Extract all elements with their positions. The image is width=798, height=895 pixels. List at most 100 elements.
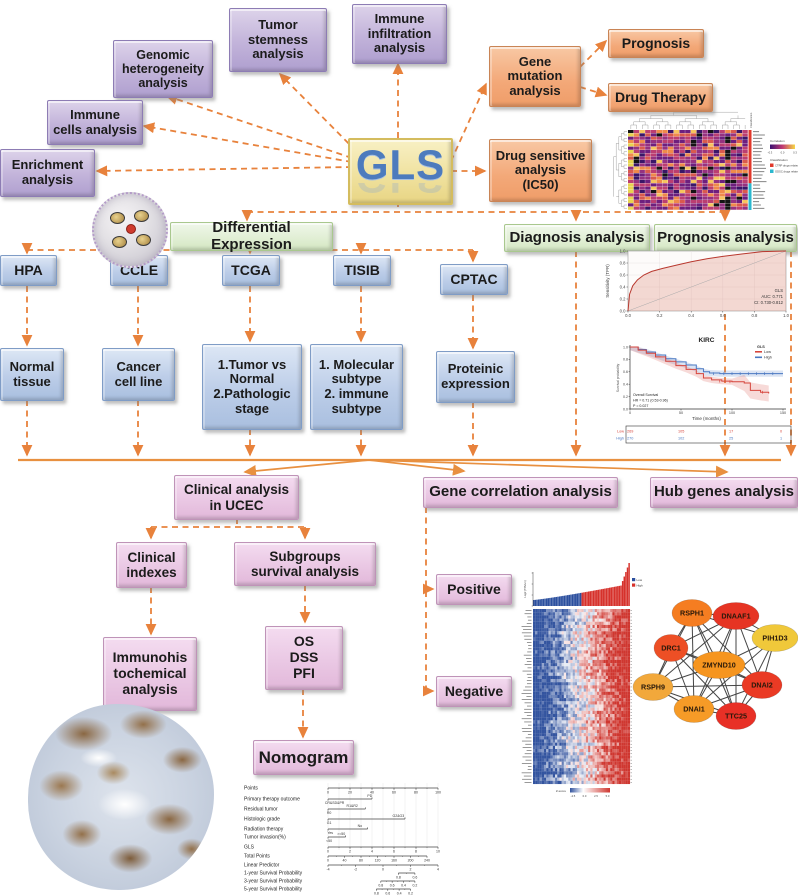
svg-text:No: No	[358, 824, 363, 828]
box-tisib: TISIB	[333, 255, 391, 286]
svg-text:Low: Low	[764, 350, 771, 354]
svg-text:0.4: 0.4	[623, 383, 628, 387]
svg-text:0: 0	[382, 867, 384, 871]
box-clinical-indexes: Clinical indexes	[116, 542, 187, 588]
svg-text:120: 120	[375, 858, 381, 862]
svg-text:CI: 0.730-0.812: CI: 0.730-0.812	[754, 300, 784, 305]
svg-text:GLS: GLS	[244, 845, 255, 851]
box-tumor-vs-normal: 1.Tumor vs Normal 2.Pathologic stage	[202, 344, 302, 430]
svg-text:0: 0	[629, 411, 631, 415]
svg-text:0.4: 0.4	[397, 891, 402, 895]
svg-text:Primary therapy outcome: Primary therapy outcome	[244, 797, 300, 803]
box-drug-sensitive: Drug sensitive analysis (IC50)	[489, 139, 592, 202]
svg-text:150: 150	[780, 411, 786, 415]
svg-text:60: 60	[392, 790, 396, 794]
svg-text:0.6: 0.6	[620, 272, 626, 277]
box-diagnosis-analysis: Diagnosis analysis	[504, 224, 650, 252]
box-gls: GLS GLS	[348, 138, 453, 205]
immunohistochemistry-image	[28, 704, 214, 890]
svg-text:0.0: 0.0	[623, 407, 628, 411]
svg-text:R0: R0	[327, 811, 332, 815]
svg-text:240: 240	[424, 858, 430, 862]
svg-text:Low: Low	[617, 430, 624, 434]
svg-text:Correlation: Correlation	[770, 139, 785, 143]
svg-text:0.8: 0.8	[396, 875, 401, 879]
box-enrichment: Enrichment analysis	[0, 149, 95, 197]
svg-text:RSPH9: RSPH9	[641, 683, 665, 692]
svg-text:Residual tumor: Residual tumor	[244, 807, 278, 813]
svg-text:RSPH1: RSPH1	[680, 609, 704, 618]
svg-text:0.8: 0.8	[378, 883, 383, 887]
box-hpa: HPA	[0, 255, 57, 286]
svg-text:4: 4	[371, 849, 373, 853]
svg-text:HR = 0.71 (0.53-0.96): HR = 0.71 (0.53-0.96)	[633, 399, 668, 403]
box-immunohistochemical: Immunohis tochemical analysis	[103, 637, 197, 711]
svg-text:0: 0	[327, 858, 329, 862]
svg-text:1.0: 1.0	[623, 345, 628, 349]
svg-text:Classification: Classification	[770, 158, 788, 162]
svg-text:1.0: 1.0	[783, 313, 789, 318]
svg-text:1-year Survival Probability: 1-year Survival Probability	[244, 871, 303, 877]
svg-text:DRC1: DRC1	[661, 644, 681, 653]
box-os-dss-pfi: OS DSS PFI	[265, 626, 343, 690]
svg-text:100: 100	[729, 411, 735, 415]
cell-nucleus	[112, 236, 127, 248]
svg-text:105: 105	[678, 430, 684, 434]
gls-label: GLS	[355, 140, 446, 188]
svg-text:269: 269	[627, 430, 633, 434]
svg-text:-4: -4	[326, 867, 329, 871]
svg-text:0.6: 0.6	[623, 370, 628, 374]
svg-text:0.0: 0.0	[781, 151, 785, 155]
svg-text:200: 200	[408, 858, 414, 862]
box-subgroups-survival: Subgroups survival analysis	[234, 542, 376, 586]
svg-text:0.2: 0.2	[412, 883, 417, 887]
svg-text:DNAI1: DNAI1	[683, 705, 705, 714]
svg-text:GLS: GLS	[775, 288, 784, 293]
box-negative: Negative	[436, 676, 512, 707]
box-normal-tissue: Normal tissue	[0, 348, 64, 401]
svg-text:Radiation therapy: Radiation therapy	[244, 827, 284, 833]
box-prognosis: Prognosis	[608, 29, 704, 58]
svg-text:>=50: >=50	[337, 832, 345, 836]
svg-text:0.8: 0.8	[623, 358, 628, 362]
svg-text:4: 4	[437, 867, 439, 871]
svg-text:0.2: 0.2	[620, 296, 626, 301]
box-positive: Positive	[436, 574, 512, 605]
svg-text:Histologic grade: Histologic grade	[244, 817, 280, 823]
box-molecular-subtype: 1. Molecular subtype 2. immune subtype	[310, 344, 403, 430]
svg-text:3-year Survival Probability: 3-year Survival Probability	[244, 879, 303, 885]
svg-text:P = 0.027: P = 0.027	[633, 404, 648, 408]
svg-text:-0.3: -0.3	[768, 151, 773, 155]
box-nomogram: Nomogram	[253, 740, 354, 775]
svg-text:6: 6	[393, 849, 395, 853]
box-immune-cells: Immune cells analysis	[47, 100, 143, 145]
svg-text:Survival probability: Survival probability	[616, 363, 620, 392]
svg-text:2: 2	[349, 849, 351, 853]
svg-text:-2.5: -2.5	[571, 794, 576, 798]
svg-text:DNAI2: DNAI2	[751, 681, 773, 690]
svg-text:Yes: Yes	[327, 831, 333, 835]
svg-text:40: 40	[370, 790, 374, 794]
svg-text:0.2: 0.2	[408, 891, 413, 895]
box-tcga: TCGA	[222, 255, 280, 286]
svg-text:Points: Points	[244, 786, 258, 792]
svg-text:0.4: 0.4	[401, 883, 406, 887]
box-gene-correlation: Gene correlation analysis	[423, 477, 618, 508]
box-genomic-heterogeneity: Genomic heterogeneity analysis	[113, 40, 213, 98]
svg-text:High: High	[616, 437, 624, 441]
box-differential-expression: Differential Expression	[170, 219, 333, 252]
svg-text:0.6: 0.6	[720, 313, 726, 318]
svg-text:0.3: 0.3	[793, 151, 797, 155]
svg-text:G2&G3: G2&G3	[393, 814, 405, 818]
svg-text:High: High	[637, 583, 644, 587]
svg-text:0: 0	[327, 790, 329, 794]
svg-text:10: 10	[436, 849, 440, 853]
svg-text:0.0: 0.0	[625, 313, 631, 318]
svg-text:1: 1	[780, 437, 782, 441]
svg-text:0.0: 0.0	[583, 794, 587, 798]
svg-text:25: 25	[729, 437, 733, 441]
